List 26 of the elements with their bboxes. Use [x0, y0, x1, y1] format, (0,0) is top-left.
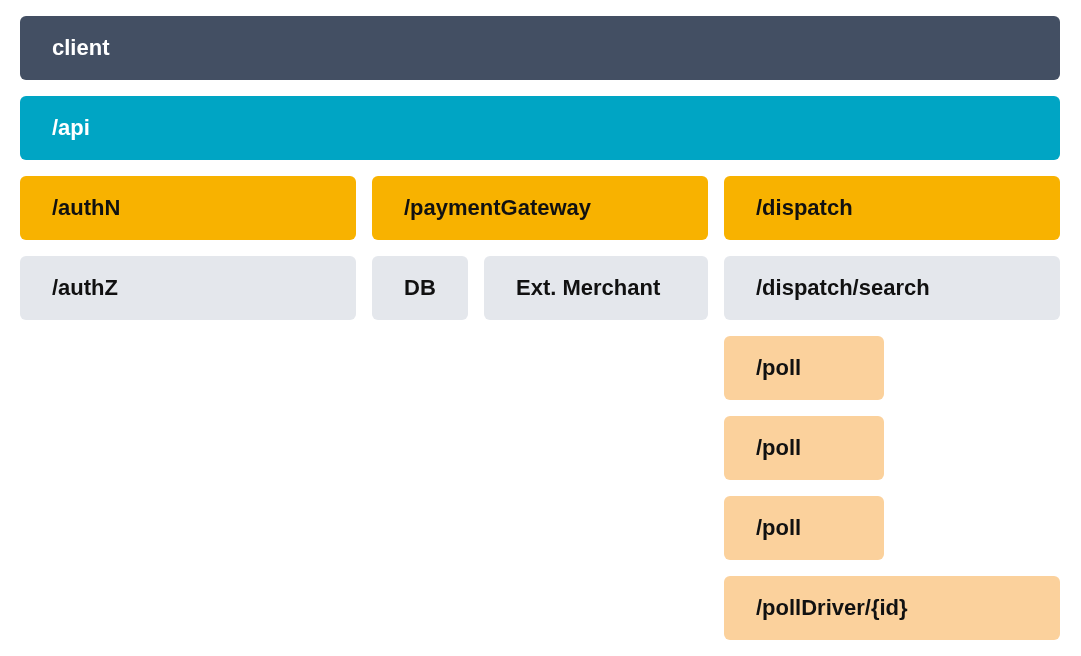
service-block	[724, 176, 1060, 240]
block-label: client	[52, 35, 110, 61]
block-label: /authN	[52, 195, 121, 221]
block-label: /poll	[756, 435, 802, 461]
block-label: Ext. Merchant	[516, 275, 661, 301]
service-block	[20, 16, 1060, 80]
service-block	[372, 256, 468, 320]
service-block	[724, 416, 884, 480]
service-block	[484, 256, 708, 320]
service-block	[724, 496, 884, 560]
block-label: /paymentGateway	[404, 195, 592, 221]
block-label: /api	[52, 115, 90, 141]
service-block	[724, 576, 1060, 640]
block-label: /poll	[756, 515, 802, 541]
service-block	[372, 176, 708, 240]
service-block	[724, 336, 884, 400]
service-block	[724, 256, 1060, 320]
block-label: /dispatch	[756, 195, 853, 221]
service-block	[20, 96, 1060, 160]
block-label: DB	[404, 275, 436, 301]
block-label: /dispatch/search	[756, 275, 930, 301]
block-label: /pollDriver/{id}	[756, 595, 908, 621]
block-label: /authZ	[52, 275, 118, 301]
service-block	[20, 176, 356, 240]
block-label: /poll	[756, 355, 802, 381]
service-block	[20, 256, 356, 320]
